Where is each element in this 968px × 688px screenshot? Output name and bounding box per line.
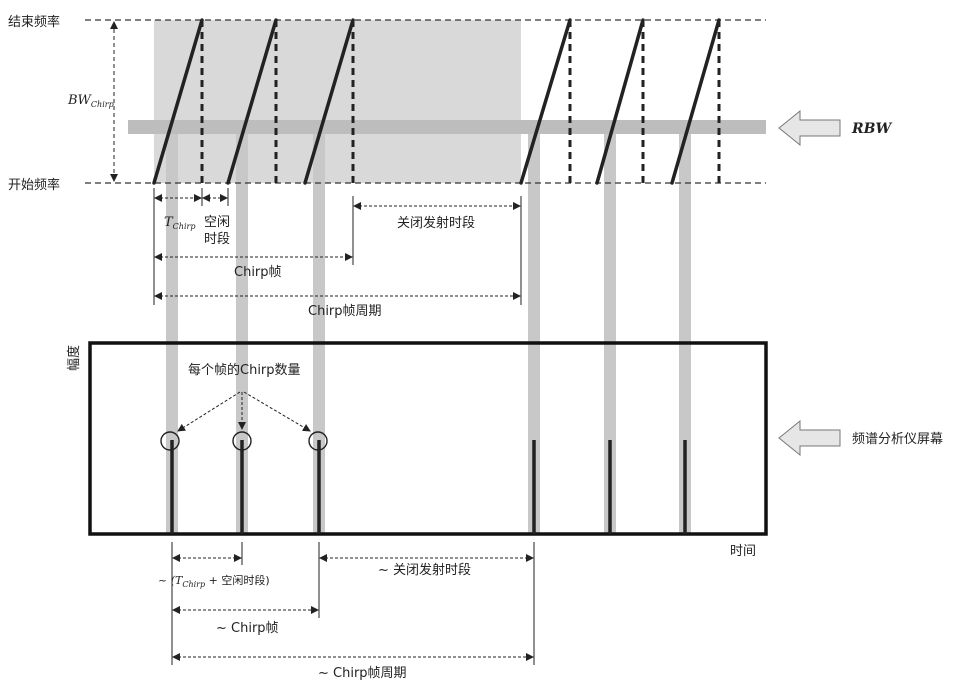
chirp-frame-period-label: Chirp帧周期	[308, 304, 382, 319]
chirp-frame-label: Chirp帧	[234, 265, 282, 280]
idle-label-line2: 时段	[204, 232, 230, 247]
bw-label: BWChirp	[67, 93, 114, 109]
approx-chirp-frame-label: ~ Chirp帧	[216, 621, 279, 636]
approx-off-period-label: ~ 关闭发射时段	[378, 562, 471, 578]
chirp-count-pointers	[177, 391, 311, 432]
start-frequency-label: 开始频率	[8, 177, 60, 193]
circled-peaks	[160, 431, 328, 451]
analyzer-screen-label: 频谱分析仪屏幕	[852, 432, 943, 447]
approx-t-idle-label: ~ (TChirp + 空闲时段)	[158, 573, 270, 589]
time-axis-label: 时间	[730, 544, 756, 559]
chirp-reset-lines	[200, 20, 721, 183]
upper-dimension-ticks	[153, 188, 522, 305]
off-period-label: 关闭发射时段	[397, 215, 475, 231]
lower-dimension-ticks	[171, 542, 535, 665]
approx-chirp-frame-period-label: ~ Chirp帧周期	[318, 666, 407, 681]
rbw-label: RBW	[851, 121, 892, 137]
frame-shade	[154, 20, 521, 183]
end-frequency-label: 结束频率	[8, 14, 60, 30]
analyzer-screen-frame	[88, 341, 768, 536]
rbw-pointer-arrow	[778, 109, 841, 147]
amplitude-label: 幅度	[66, 345, 82, 371]
analyzer-pointer-arrow	[778, 419, 841, 457]
spectral-peaks	[170, 440, 687, 534]
projection-bands	[166, 128, 691, 534]
idle-label-line1: 空闲	[204, 215, 230, 230]
chirp-ramps	[152, 18, 721, 185]
rbw-band	[128, 120, 766, 134]
t-chirp-label: TChirp	[164, 215, 195, 231]
chirps-per-frame-label: 每个帧的Chirp数量	[188, 362, 301, 378]
